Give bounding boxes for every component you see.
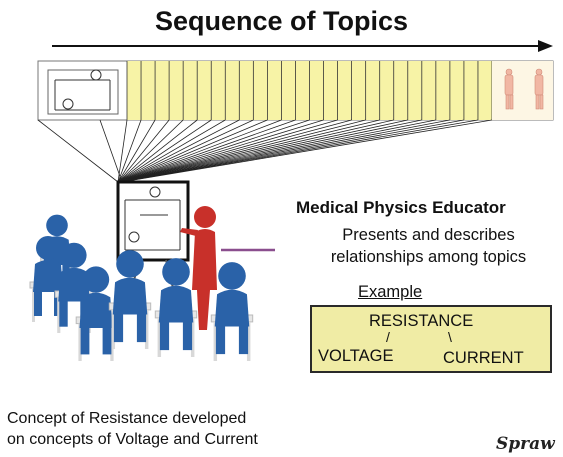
connector-right: \ — [448, 329, 452, 345]
fan-line — [120, 119, 352, 183]
person-leg — [80, 325, 90, 355]
connector-left: / — [386, 329, 390, 345]
fan-line — [119, 119, 310, 183]
anatomy-figures — [504, 68, 544, 110]
fan-line — [120, 119, 366, 183]
person-leg — [59, 299, 68, 327]
board-circuit — [124, 186, 181, 251]
example-label: Example — [358, 283, 423, 301]
sequence-arrow-head — [538, 40, 553, 52]
fan-line — [118, 119, 184, 183]
fan-line — [121, 119, 450, 183]
chair-leg — [57, 297, 61, 333]
fan-line — [121, 119, 493, 183]
person-body — [58, 267, 90, 302]
chair-leg — [157, 317, 162, 357]
fan-line — [119, 119, 296, 183]
fan-line — [118, 119, 212, 183]
fan-line — [121, 119, 464, 183]
person-leg — [238, 324, 249, 355]
fan-line — [119, 119, 324, 183]
fan-line — [119, 119, 254, 183]
caption-line2: on concepts of Voltage and Current — [7, 431, 258, 448]
person-body — [158, 285, 194, 323]
chair-leg — [111, 309, 116, 349]
fan-line — [120, 119, 380, 183]
fan-line — [118, 119, 240, 183]
audience — [29, 214, 254, 361]
fan-line — [99, 119, 123, 183]
person-leg — [102, 325, 112, 355]
person-body — [214, 289, 250, 327]
educator-description-line1: Presents and describes — [342, 226, 515, 244]
educator-heading: Medical Physics Educator — [296, 198, 506, 217]
chair-leg — [32, 288, 35, 322]
person-head — [46, 214, 68, 237]
chair-leg — [144, 309, 149, 349]
person-leg — [215, 324, 226, 355]
fan-line — [117, 119, 142, 183]
fan-line — [119, 119, 282, 183]
fan-line — [117, 119, 128, 183]
fan-lines — [37, 119, 493, 183]
presenter-figure — [180, 206, 217, 330]
current-label: CURRENT — [443, 349, 524, 367]
fan-line — [118, 119, 198, 183]
person-leg — [113, 312, 124, 343]
fan-line — [118, 119, 170, 183]
person-head — [116, 250, 144, 278]
chair-leg — [190, 317, 195, 357]
person-head — [218, 262, 246, 290]
chair-leg — [213, 321, 218, 361]
presentation-board — [116, 180, 190, 262]
person-body — [79, 292, 113, 328]
fan-line — [120, 119, 408, 183]
fan-line — [121, 119, 479, 183]
person-body — [33, 260, 63, 292]
chair-leg — [78, 323, 82, 361]
person-leg — [34, 290, 42, 316]
person-head — [36, 236, 60, 260]
page-title: Sequence of Topics — [154, 6, 409, 36]
educator-description-line2: relationships among topics — [330, 248, 527, 266]
fan-line — [120, 119, 394, 183]
fan-line — [117, 119, 156, 183]
caption-line1: Concept of Resistance developed — [7, 410, 247, 427]
fan-line — [120, 119, 436, 183]
anatomy-panel — [492, 61, 553, 120]
person-head — [162, 258, 190, 286]
person-leg — [182, 320, 193, 351]
topic-dividers — [126, 61, 493, 120]
author-signature: Spraw — [496, 434, 555, 454]
resistance-label: RESISTANCE — [369, 312, 474, 330]
fan-line — [118, 119, 226, 183]
fan-line — [120, 119, 422, 183]
circuit-thumbnail — [47, 69, 119, 115]
person-head — [61, 242, 87, 268]
person-leg — [159, 320, 170, 351]
person-head — [82, 266, 110, 293]
chair-leg — [246, 321, 251, 361]
voltage-label: VOLTAGE — [318, 347, 394, 365]
example-box — [310, 305, 552, 373]
fan-line — [119, 119, 338, 183]
person-leg — [136, 312, 147, 343]
person-body — [112, 277, 148, 315]
fan-line — [119, 119, 268, 183]
fan-line — [37, 119, 119, 183]
